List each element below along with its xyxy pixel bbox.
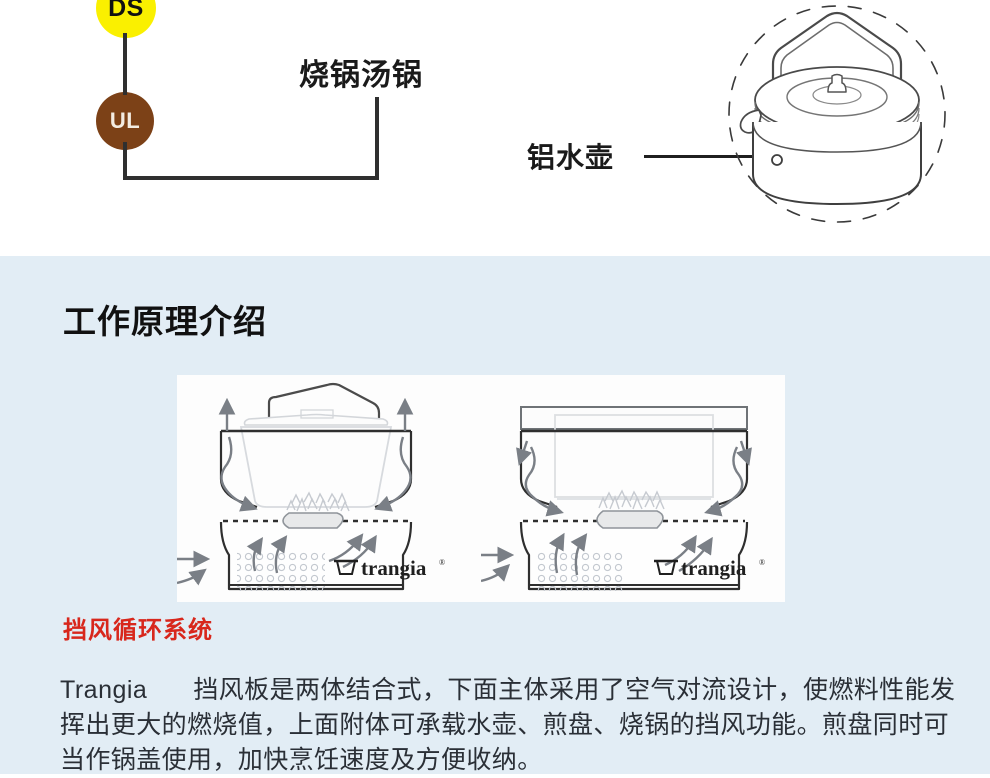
svg-text:trangia: trangia <box>681 556 747 580</box>
body-brand-word: Trangia <box>60 676 148 704</box>
badge-ul: UL <box>96 92 154 150</box>
leader-line-horizontal <box>123 176 379 180</box>
svg-text:trangia: trangia <box>361 556 427 580</box>
leader-line-up-to-label <box>375 97 379 180</box>
svg-text:®: ® <box>439 558 445 567</box>
kettle-illustration <box>728 5 946 223</box>
leader-line-kettle <box>644 155 834 158</box>
body-text: 挡风板是两体结合式，下面主体采用了空气对流设计，使燃料性能发挥出更大的燃烧值，上… <box>60 676 956 774</box>
diagram-windshield-with-pot: trangia ® <box>177 375 481 602</box>
trangia-logo-left: trangia ® <box>334 556 445 580</box>
feature-callout-section: DS UL 烧锅汤锅 铝水壶 <box>0 0 990 256</box>
callout-label-pot: 烧锅汤锅 <box>299 59 423 92</box>
svg-text:®: ® <box>759 558 765 567</box>
sub-section-title: 挡风循环系统 <box>63 617 213 644</box>
principle-diagram-panel: trangia ® <box>177 375 785 602</box>
diagram-windshield-with-frypan-lid: trangia ® <box>481 375 785 602</box>
callout-label-kettle: 铝水壶 <box>527 142 615 173</box>
badge-ds-label: DS <box>108 0 144 22</box>
working-principle-section: 工作原理介绍 <box>0 256 990 774</box>
leader-line-ds-to-ul <box>123 33 127 95</box>
badge-ul-label: UL <box>109 108 141 133</box>
leader-line-ul-down <box>123 142 127 180</box>
section-title: 工作原理介绍 <box>63 303 267 340</box>
trangia-logo-right: trangia ® <box>654 556 765 580</box>
